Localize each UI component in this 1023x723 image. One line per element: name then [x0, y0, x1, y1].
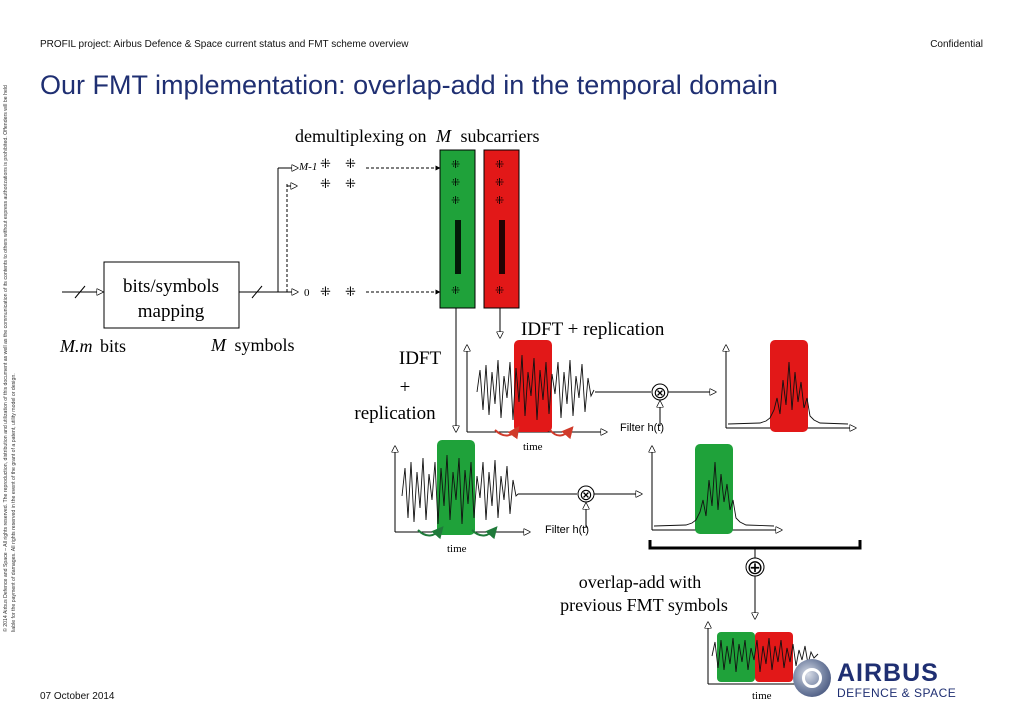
svg-text:⁜: ⁜ — [320, 176, 331, 191]
slide-title: Our FMT implementation: overlap-add in t… — [40, 70, 778, 100]
svg-text:⁜: ⁜ — [451, 195, 460, 207]
svg-text:⁜: ⁜ — [320, 156, 331, 171]
green-time-signal — [401, 454, 519, 525]
filter-label-2: Filter h(t) — [545, 524, 589, 536]
overlap-output-signal — [711, 637, 819, 673]
time-label-1: time — [523, 441, 543, 453]
mapping-box-line2: mapping — [138, 301, 205, 322]
svg-text:⁜: ⁜ — [345, 156, 356, 171]
red-filtered-plot — [726, 340, 856, 432]
filter-label-1: Filter h(t) — [620, 422, 664, 434]
header-project: PROFIL project: Airbus Defence & Space c… — [40, 39, 409, 50]
red-symbol-window — [514, 340, 552, 432]
mapping-box-line1: bits/symbols — [123, 276, 219, 297]
svg-text:⁜: ⁜ — [495, 285, 504, 297]
index-top: M-1 — [298, 161, 317, 173]
red-filtered-window — [770, 340, 808, 432]
svg-text:⁜: ⁜ — [451, 285, 460, 297]
red-replication-arrow-2 — [549, 426, 574, 440]
green-bar-stack — [455, 220, 461, 274]
green-filtered-plot — [652, 444, 782, 534]
sum-symbol: ⊕ — [747, 557, 764, 579]
slide-date: 07 October 2014 — [40, 691, 115, 702]
svg-text:⁜: ⁜ — [345, 284, 356, 299]
red-time-signal — [476, 354, 595, 421]
overlap-line2: previous FMT symbols — [560, 595, 728, 615]
idft-left-line2: + — [400, 377, 411, 398]
green-multiply-symbol: ⊗ — [579, 487, 592, 504]
red-multiply-symbol: ⊗ — [653, 385, 666, 402]
svg-text:⁜: ⁜ — [451, 177, 460, 189]
demux-label-post: subcarriers — [460, 126, 539, 146]
mapping-box — [103, 261, 240, 329]
svg-text:⁜: ⁜ — [320, 284, 331, 299]
output-bus-slash — [251, 285, 263, 299]
green-bar-glyphs: ⁜ ⁜ ⁜ ⁜ — [451, 159, 460, 297]
svg-text:⁜: ⁜ — [495, 159, 504, 171]
index-bottom: 0 — [304, 287, 310, 299]
green-filtered-signal — [653, 461, 775, 527]
green-filtered-window — [695, 444, 733, 534]
header-classification: Confidential — [930, 39, 983, 50]
idft-left-line3: replication — [354, 403, 436, 424]
time-label-3: time — [752, 690, 772, 702]
time-label-2: time — [447, 543, 467, 555]
red-bar-glyphs: ⁜ ⁜ ⁜ ⁜ — [495, 159, 504, 297]
logo-subtitle: DEFENCE & SPACE — [837, 686, 957, 700]
input-bus-slash — [74, 285, 86, 299]
idft-right-label: IDFT + replication — [521, 319, 665, 340]
green-time-plot: time — [395, 440, 530, 555]
sum-bracket — [648, 540, 862, 550]
demux-label: demultiplexing on M subcarriers — [295, 126, 539, 146]
red-filtered-signal — [727, 361, 849, 425]
svg-text:⁜: ⁜ — [451, 159, 460, 171]
red-bar-stack — [499, 220, 505, 274]
constellation-glyphs: ⁜ ⁜ ⁜ ⁜ ⁜ ⁜ — [320, 156, 356, 299]
airbus-logo: AIRBUS DEFENCE & SPACE — [793, 655, 993, 705]
demux-label-pre: demultiplexing on — [295, 126, 426, 146]
red-replication-arrow-1 — [494, 426, 520, 440]
demux-label-var: M — [435, 126, 452, 146]
overlap-output-plot: time — [708, 622, 822, 702]
red-time-plot: time — [467, 340, 607, 453]
idft-left-line1: IDFT — [399, 348, 442, 369]
logo-brand: AIRBUS — [837, 659, 939, 687]
green-replication-arrow-2 — [471, 526, 498, 540]
input-bits-label: M.m bits — [59, 336, 126, 356]
green-replication-arrow-1 — [417, 526, 444, 540]
svg-text:⁜: ⁜ — [495, 177, 504, 189]
overlap-line1: overlap-add with — [579, 572, 701, 592]
output-symbols-label: M symbols — [210, 335, 295, 355]
svg-text:⁜: ⁜ — [495, 195, 504, 207]
airbus-emblem-icon — [793, 659, 831, 697]
svg-text:⁜: ⁜ — [345, 176, 356, 191]
